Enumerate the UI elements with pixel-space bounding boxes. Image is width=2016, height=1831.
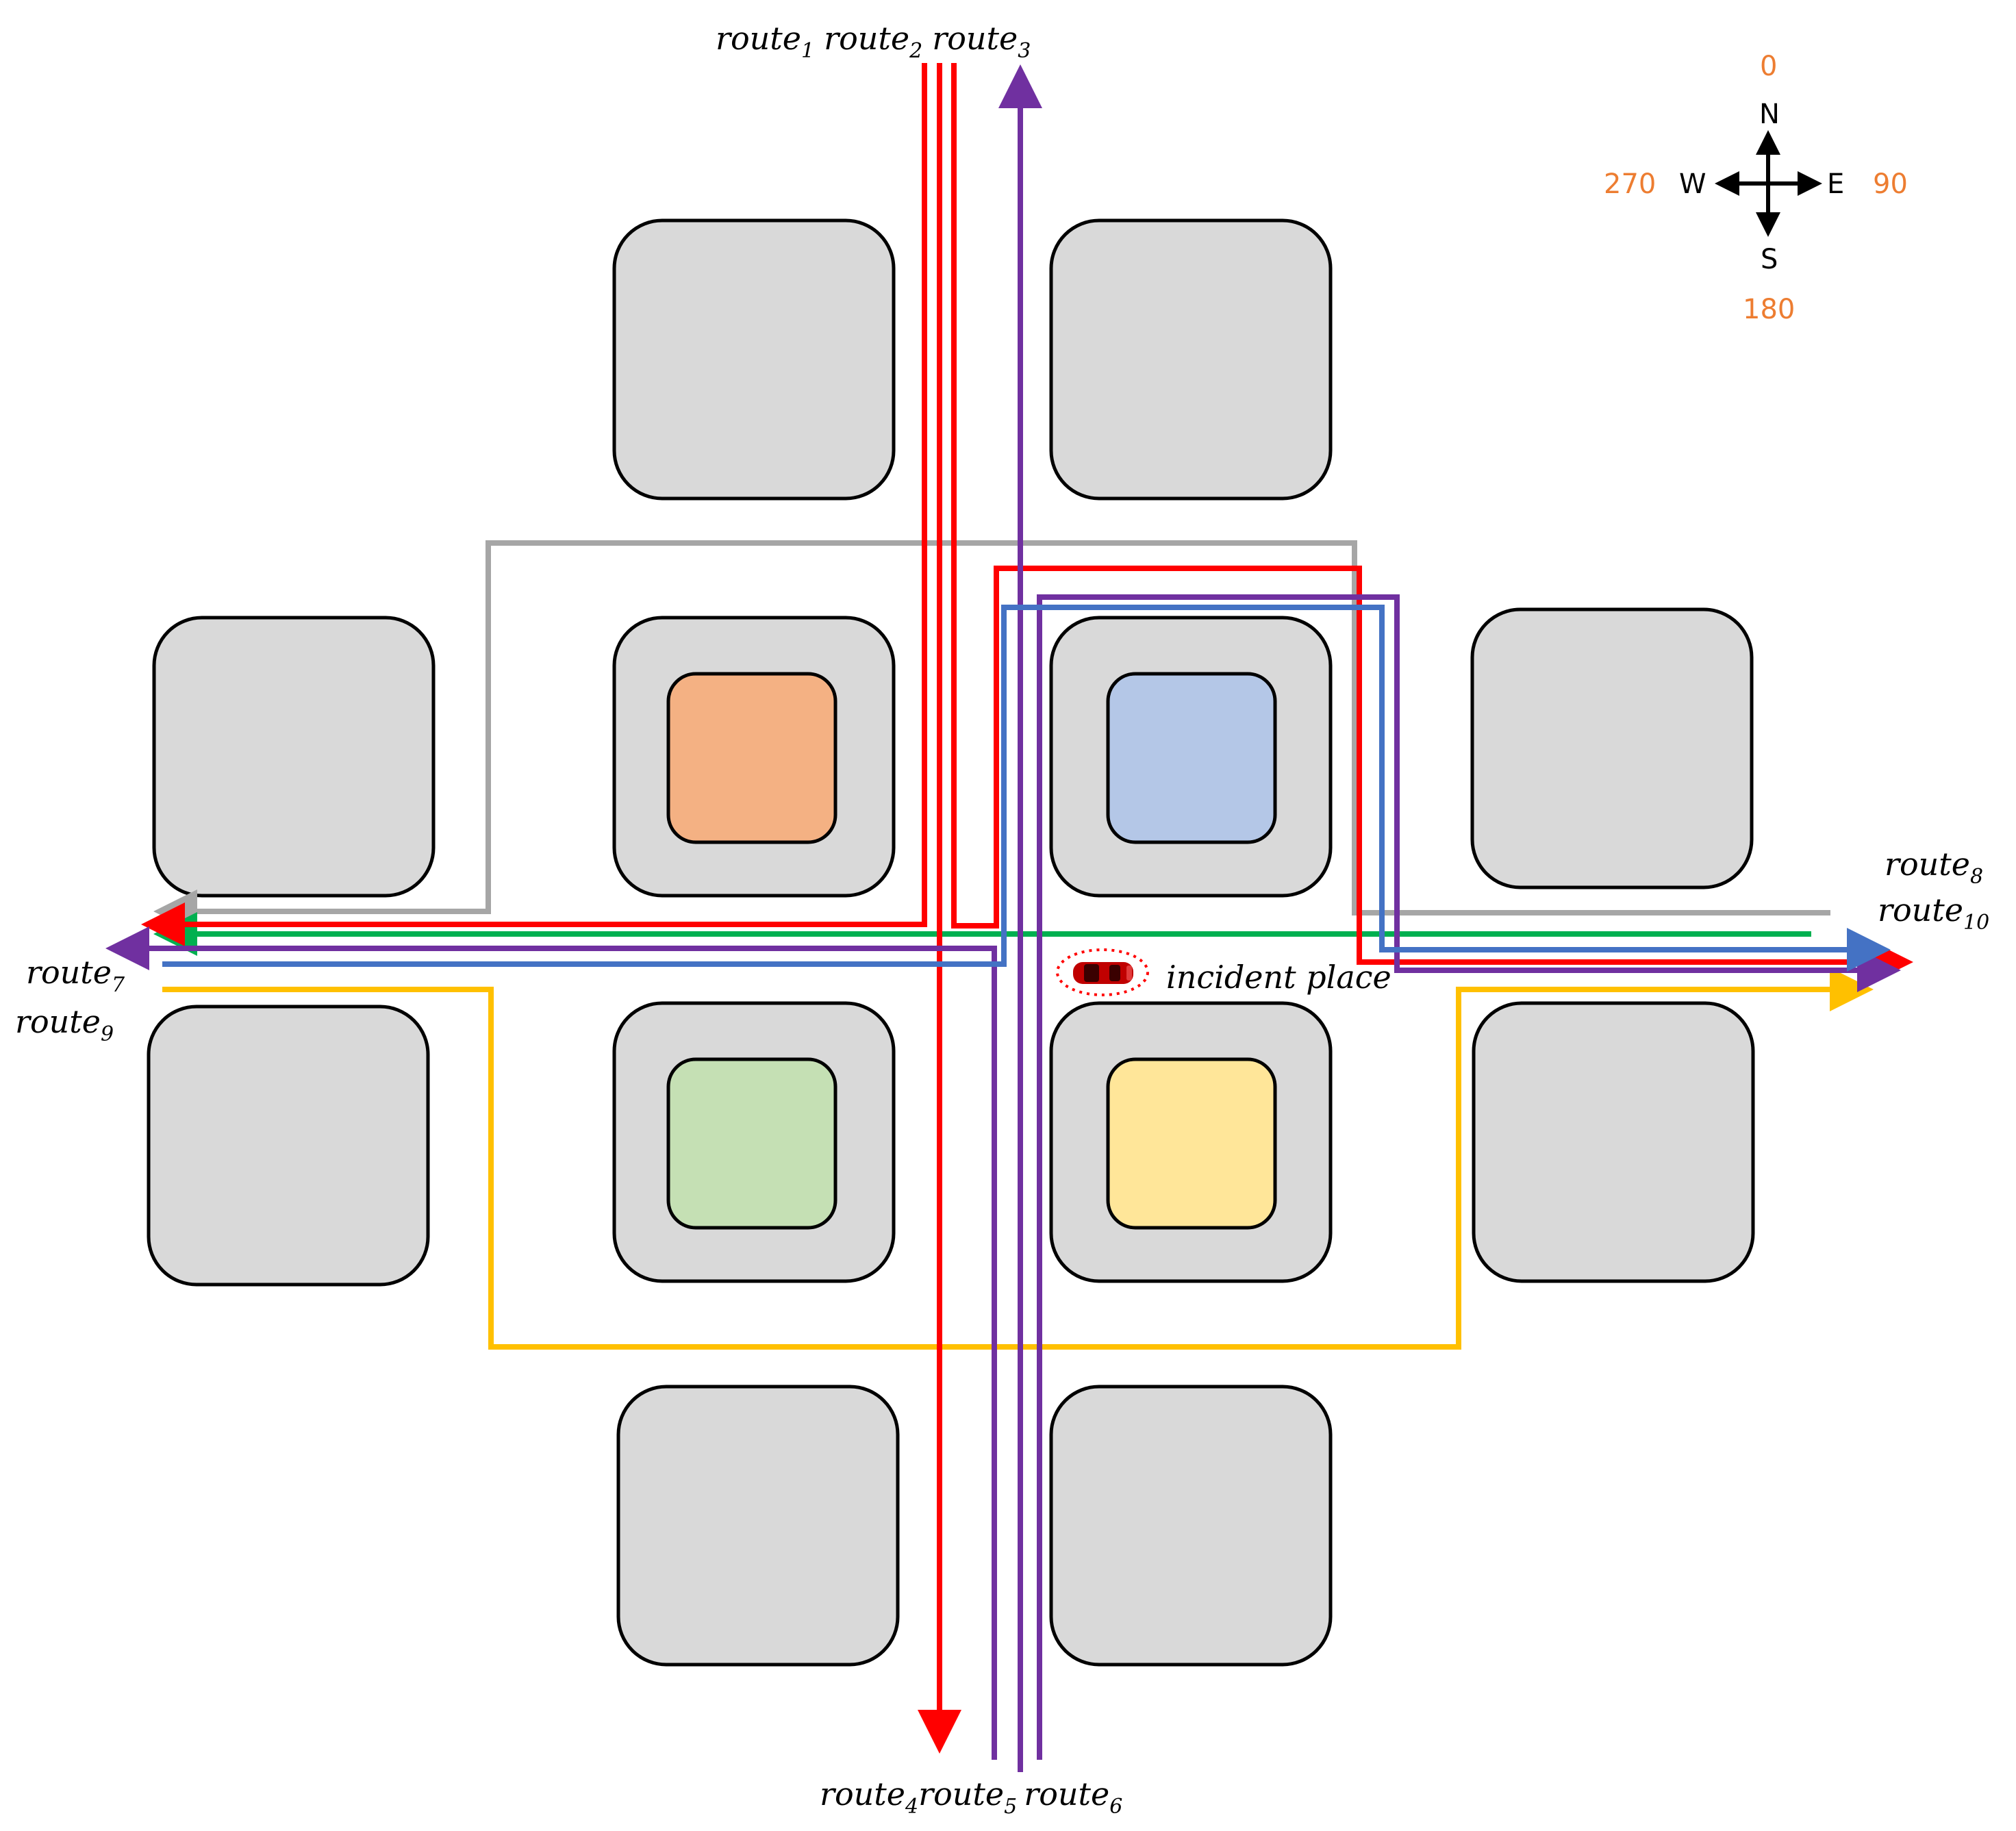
compass: N S E W 0 90 180 270 bbox=[1604, 51, 1908, 325]
route-10-line bbox=[162, 605, 1891, 972]
route-8-label: route8 bbox=[1885, 846, 1983, 889]
compass-w: W bbox=[1679, 168, 1706, 200]
block-mid-far-left bbox=[152, 616, 436, 898]
block-low-far-left bbox=[147, 1005, 430, 1287]
route-yellow-line bbox=[162, 968, 1874, 1350]
car-icon bbox=[1073, 962, 1133, 984]
inner-block-orange bbox=[666, 672, 837, 844]
routes bbox=[105, 63, 1913, 1772]
inner-block-blue bbox=[1106, 672, 1277, 844]
incident-label: incident place bbox=[1166, 959, 1391, 996]
compass-deg-0: 0 bbox=[1760, 51, 1777, 82]
inner-block-yellow bbox=[1106, 1057, 1277, 1230]
block-top-right bbox=[1049, 218, 1333, 501]
route-5-line bbox=[105, 926, 997, 1760]
route-2-line bbox=[951, 63, 1913, 984]
inner-block-green bbox=[666, 1057, 837, 1230]
block-top-left bbox=[612, 218, 896, 501]
city-blocks bbox=[147, 218, 1755, 1667]
compass-s: S bbox=[1761, 244, 1778, 275]
route-6-line bbox=[1037, 594, 1901, 1760]
block-bottom-left bbox=[616, 1385, 900, 1667]
route-9-label: route9 bbox=[15, 1003, 114, 1046]
route-10-label: route10 bbox=[1878, 892, 1989, 935]
compass-e: E bbox=[1827, 168, 1844, 200]
block-bottom-right bbox=[1049, 1385, 1333, 1667]
compass-deg-180: 180 bbox=[1743, 294, 1795, 325]
block-low-far-right bbox=[1472, 1001, 1755, 1283]
compass-n: N bbox=[1759, 99, 1780, 130]
incident-marker: incident place bbox=[1056, 948, 1391, 996]
compass-deg-270: 270 bbox=[1604, 168, 1656, 200]
route-7-label: route7 bbox=[26, 954, 125, 997]
block-mid-far-right bbox=[1470, 607, 1754, 889]
route-gray-line bbox=[153, 540, 1830, 933]
incident-circle bbox=[1056, 948, 1149, 996]
route-1-line bbox=[141, 63, 927, 946]
compass-deg-90: 90 bbox=[1873, 168, 1908, 200]
